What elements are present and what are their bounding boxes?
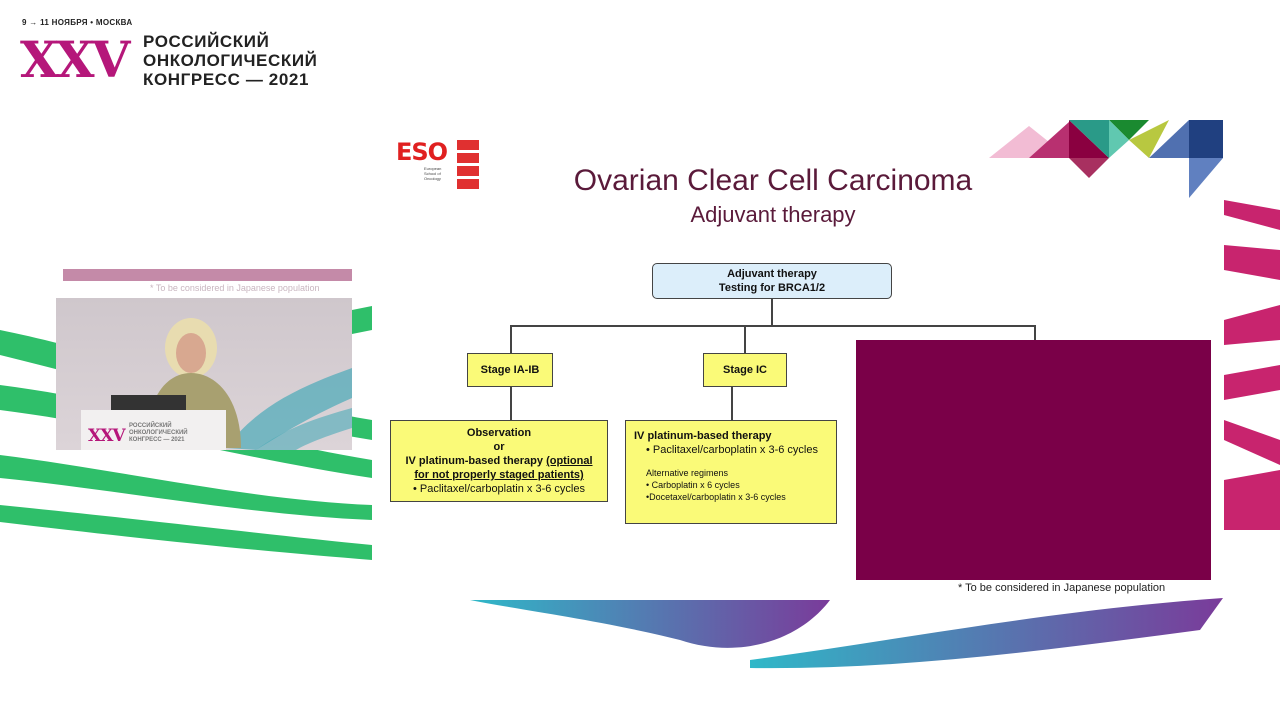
podium-line: КОНГРЕСС — 2021 [129,437,185,443]
eso-logo-sub: European School of Oncology [424,166,442,181]
connector [510,325,1035,327]
flow-box-line: Testing for BRCA1/2 [718,282,826,294]
connector [510,325,512,353]
box-line: • Carboplatin x 6 cycles [646,480,740,490]
speaker-video[interactable]: XXV РОССИЙСКИЙ ОНКОЛОГИЧЕСКИЙ КОНГРЕСС —… [56,298,352,450]
video-slide-bar [63,269,352,281]
flow-box-stage-ic: Stage IC [703,353,787,387]
box-line: or [493,441,505,453]
pink-stripes [1224,200,1280,530]
connector [771,299,773,325]
box-line: •Docetaxel/carboplatin x 3-6 cycles [646,492,786,502]
purple-wave [750,598,1223,669]
flow-box-adjuvant: Adjuvant therapy Testing for BRCA1/2 [652,263,892,299]
podium-text: РОССИЙСКИЙ ОНКОЛОГИЧЕСКИЙ КОНГРЕСС — 202… [129,423,188,444]
podium-line: ОНКОЛОГИЧЕСКИЙ [129,430,188,436]
box-line: • Paclitaxel/carboplatin x 3-6 cycles [413,483,585,495]
eso-logo: ESO [396,140,448,192]
slide-title: Ovarian Clear Cell Carcinoma [573,164,973,197]
slide-footnote: * To be considered in Japanese populatio… [958,582,1166,594]
connector [1034,325,1036,340]
event-logo-numeral: XXV [20,30,130,89]
event-name: РОССИЙСКИЙ ОНКОЛОГИЧЕСКИЙ КОНГРЕСС — 202… [143,32,317,89]
flow-box-observation: Observation or IV platinum-based therapy… [390,420,608,502]
speaker-figure [81,318,352,450]
box-line: Alternative regimens [646,468,729,478]
presentation-slide: ESO European School of Oncology Ovarian … [373,118,1223,598]
arrow [510,387,512,420]
connector [744,325,746,353]
slide-subtitle: Adjuvant therapy [690,202,856,227]
box-line: (optional [546,455,593,467]
box-line: Observation [466,427,532,439]
event-name-line: ОНКОЛОГИЧЕСКИЙ [143,51,318,70]
event-dates: 9 → 11 НОЯБРЯ • МОСКВА [22,18,133,27]
flow-box-platinum: IV platinum-based therapy • Paclitaxel/c… [625,420,837,524]
video-footnote: * To be considered in Japanese populatio… [150,283,320,293]
redacted-block [856,340,1211,580]
arrow [731,387,733,420]
box-line: for not properly staged patients) [414,469,584,481]
esco-logo [457,140,479,190]
flow-box-line: Adjuvant therapy [727,268,817,280]
slide-corner-triangles [989,120,1223,198]
event-name-line: КОНГРЕСС — 2021 [143,70,310,89]
podium-line: РОССИЙСКИЙ [129,423,172,429]
podium-numeral: XXV [88,426,126,446]
box-line: IV platinum-based therapy [405,455,547,467]
event-name-line: РОССИЙСКИЙ [143,32,270,51]
box-line: IV platinum-based therapy [634,430,772,442]
box-line: • Paclitaxel/carboplatin x 3-6 cycles [646,444,818,456]
flow-box-stage-ia-ib: Stage IA-IB [467,353,553,387]
blue-wave [470,600,830,648]
eso-logo-letters: ESO [396,138,448,166]
